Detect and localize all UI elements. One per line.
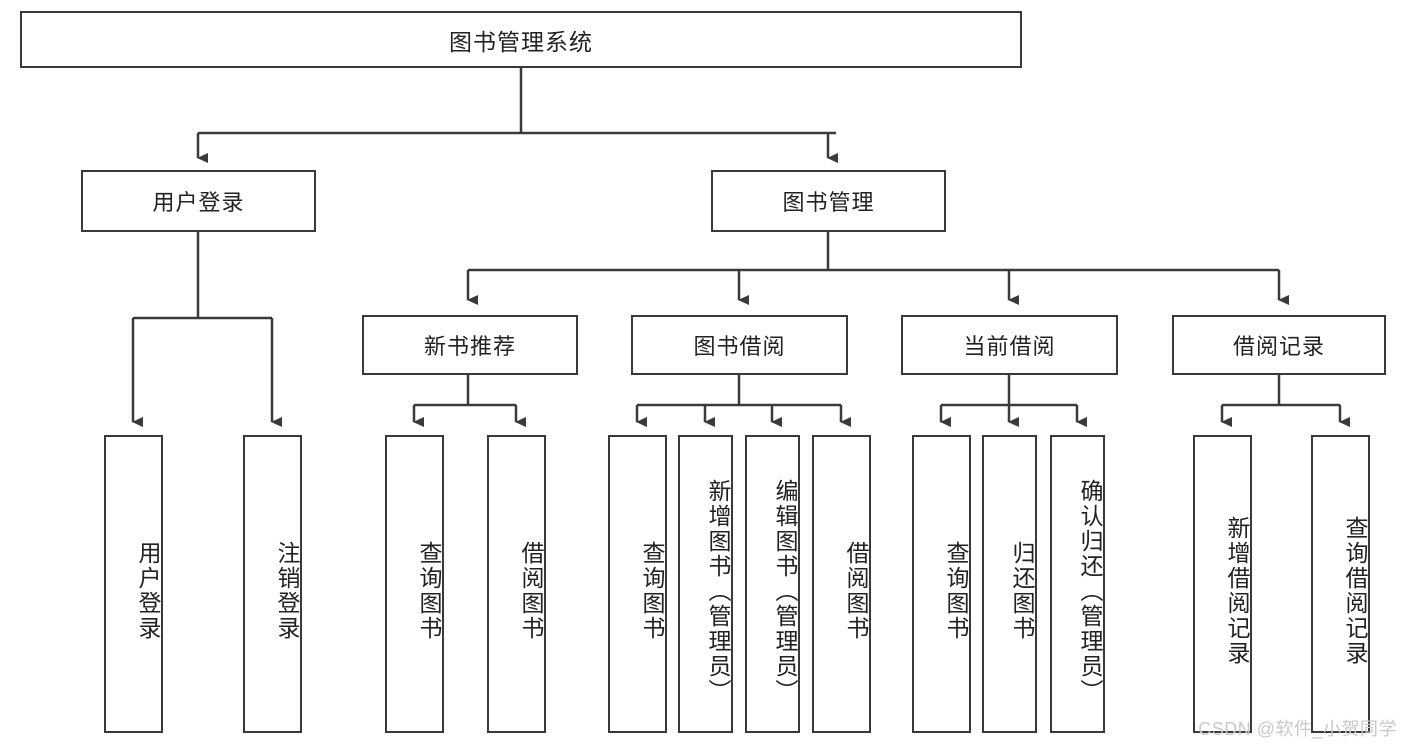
node-label: 图书借阅 [693, 334, 786, 359]
node-borrow-record[interactable]: 借阅记录 [1172, 315, 1386, 375]
node-user-login[interactable]: 用户登录 [81, 170, 316, 232]
leaf-label: 借阅图书 [518, 541, 544, 641]
leaf-edit-book-admin[interactable]: 编辑图书（管理员） [745, 435, 800, 733]
node-label: 用户登录 [152, 190, 245, 215]
node-label: 图书管理系统 [449, 28, 593, 55]
leaf-label: 归还图书 [1009, 541, 1035, 641]
node-label: 图书管理 [782, 190, 875, 215]
leaf-confirm-return-admin[interactable]: 确认归还（管理员） [1050, 435, 1105, 733]
leaf-logout[interactable]: 注销登录 [243, 435, 302, 733]
node-label: 新书推荐 [423, 334, 516, 359]
node-new-book-recommend[interactable]: 新书推荐 [362, 315, 578, 375]
leaf-label: 新增图书（管理员） [705, 478, 731, 704]
leaf-label: 新增借阅记录 [1224, 516, 1250, 666]
leaf-return-book[interactable]: 归还图书 [982, 435, 1037, 733]
leaf-user-login[interactable]: 用户登录 [104, 435, 163, 733]
leaf-query-book-recommend[interactable]: 查询图书 [385, 435, 444, 733]
leaf-borrow-book-recommend[interactable]: 借阅图书 [487, 435, 546, 733]
leaf-query-book-borrow[interactable]: 查询图书 [608, 435, 667, 733]
node-label: 当前借阅 [963, 334, 1056, 359]
leaf-label: 注销登录 [274, 541, 300, 641]
leaf-query-borrow-record[interactable]: 查询借阅记录 [1311, 435, 1370, 733]
leaf-label: 用户登录 [135, 541, 161, 641]
node-root-system[interactable]: 图书管理系统 [20, 11, 1022, 68]
leaf-borrow-book[interactable]: 借阅图书 [812, 435, 871, 733]
node-current-borrow[interactable]: 当前借阅 [901, 315, 1118, 375]
watermark-credit: CSDN @软件_小贺同学 [1198, 719, 1397, 739]
leaf-add-borrow-record[interactable]: 新增借阅记录 [1193, 435, 1252, 733]
leaf-query-book-current[interactable]: 查询图书 [912, 435, 971, 733]
leaf-label: 确认归还（管理员） [1077, 478, 1103, 704]
leaf-label: 借阅图书 [843, 541, 869, 641]
leaf-add-book-admin[interactable]: 新增图书（管理员） [678, 435, 733, 733]
node-book-borrow[interactable]: 图书借阅 [631, 315, 848, 375]
leaf-label: 查询图书 [416, 541, 442, 641]
leaf-label: 编辑图书（管理员） [772, 478, 798, 704]
node-label: 借阅记录 [1232, 334, 1325, 359]
leaf-label: 查询图书 [639, 541, 665, 641]
node-book-management[interactable]: 图书管理 [711, 170, 946, 232]
leaf-label: 查询图书 [943, 541, 969, 641]
leaf-label: 查询借阅记录 [1342, 516, 1368, 666]
